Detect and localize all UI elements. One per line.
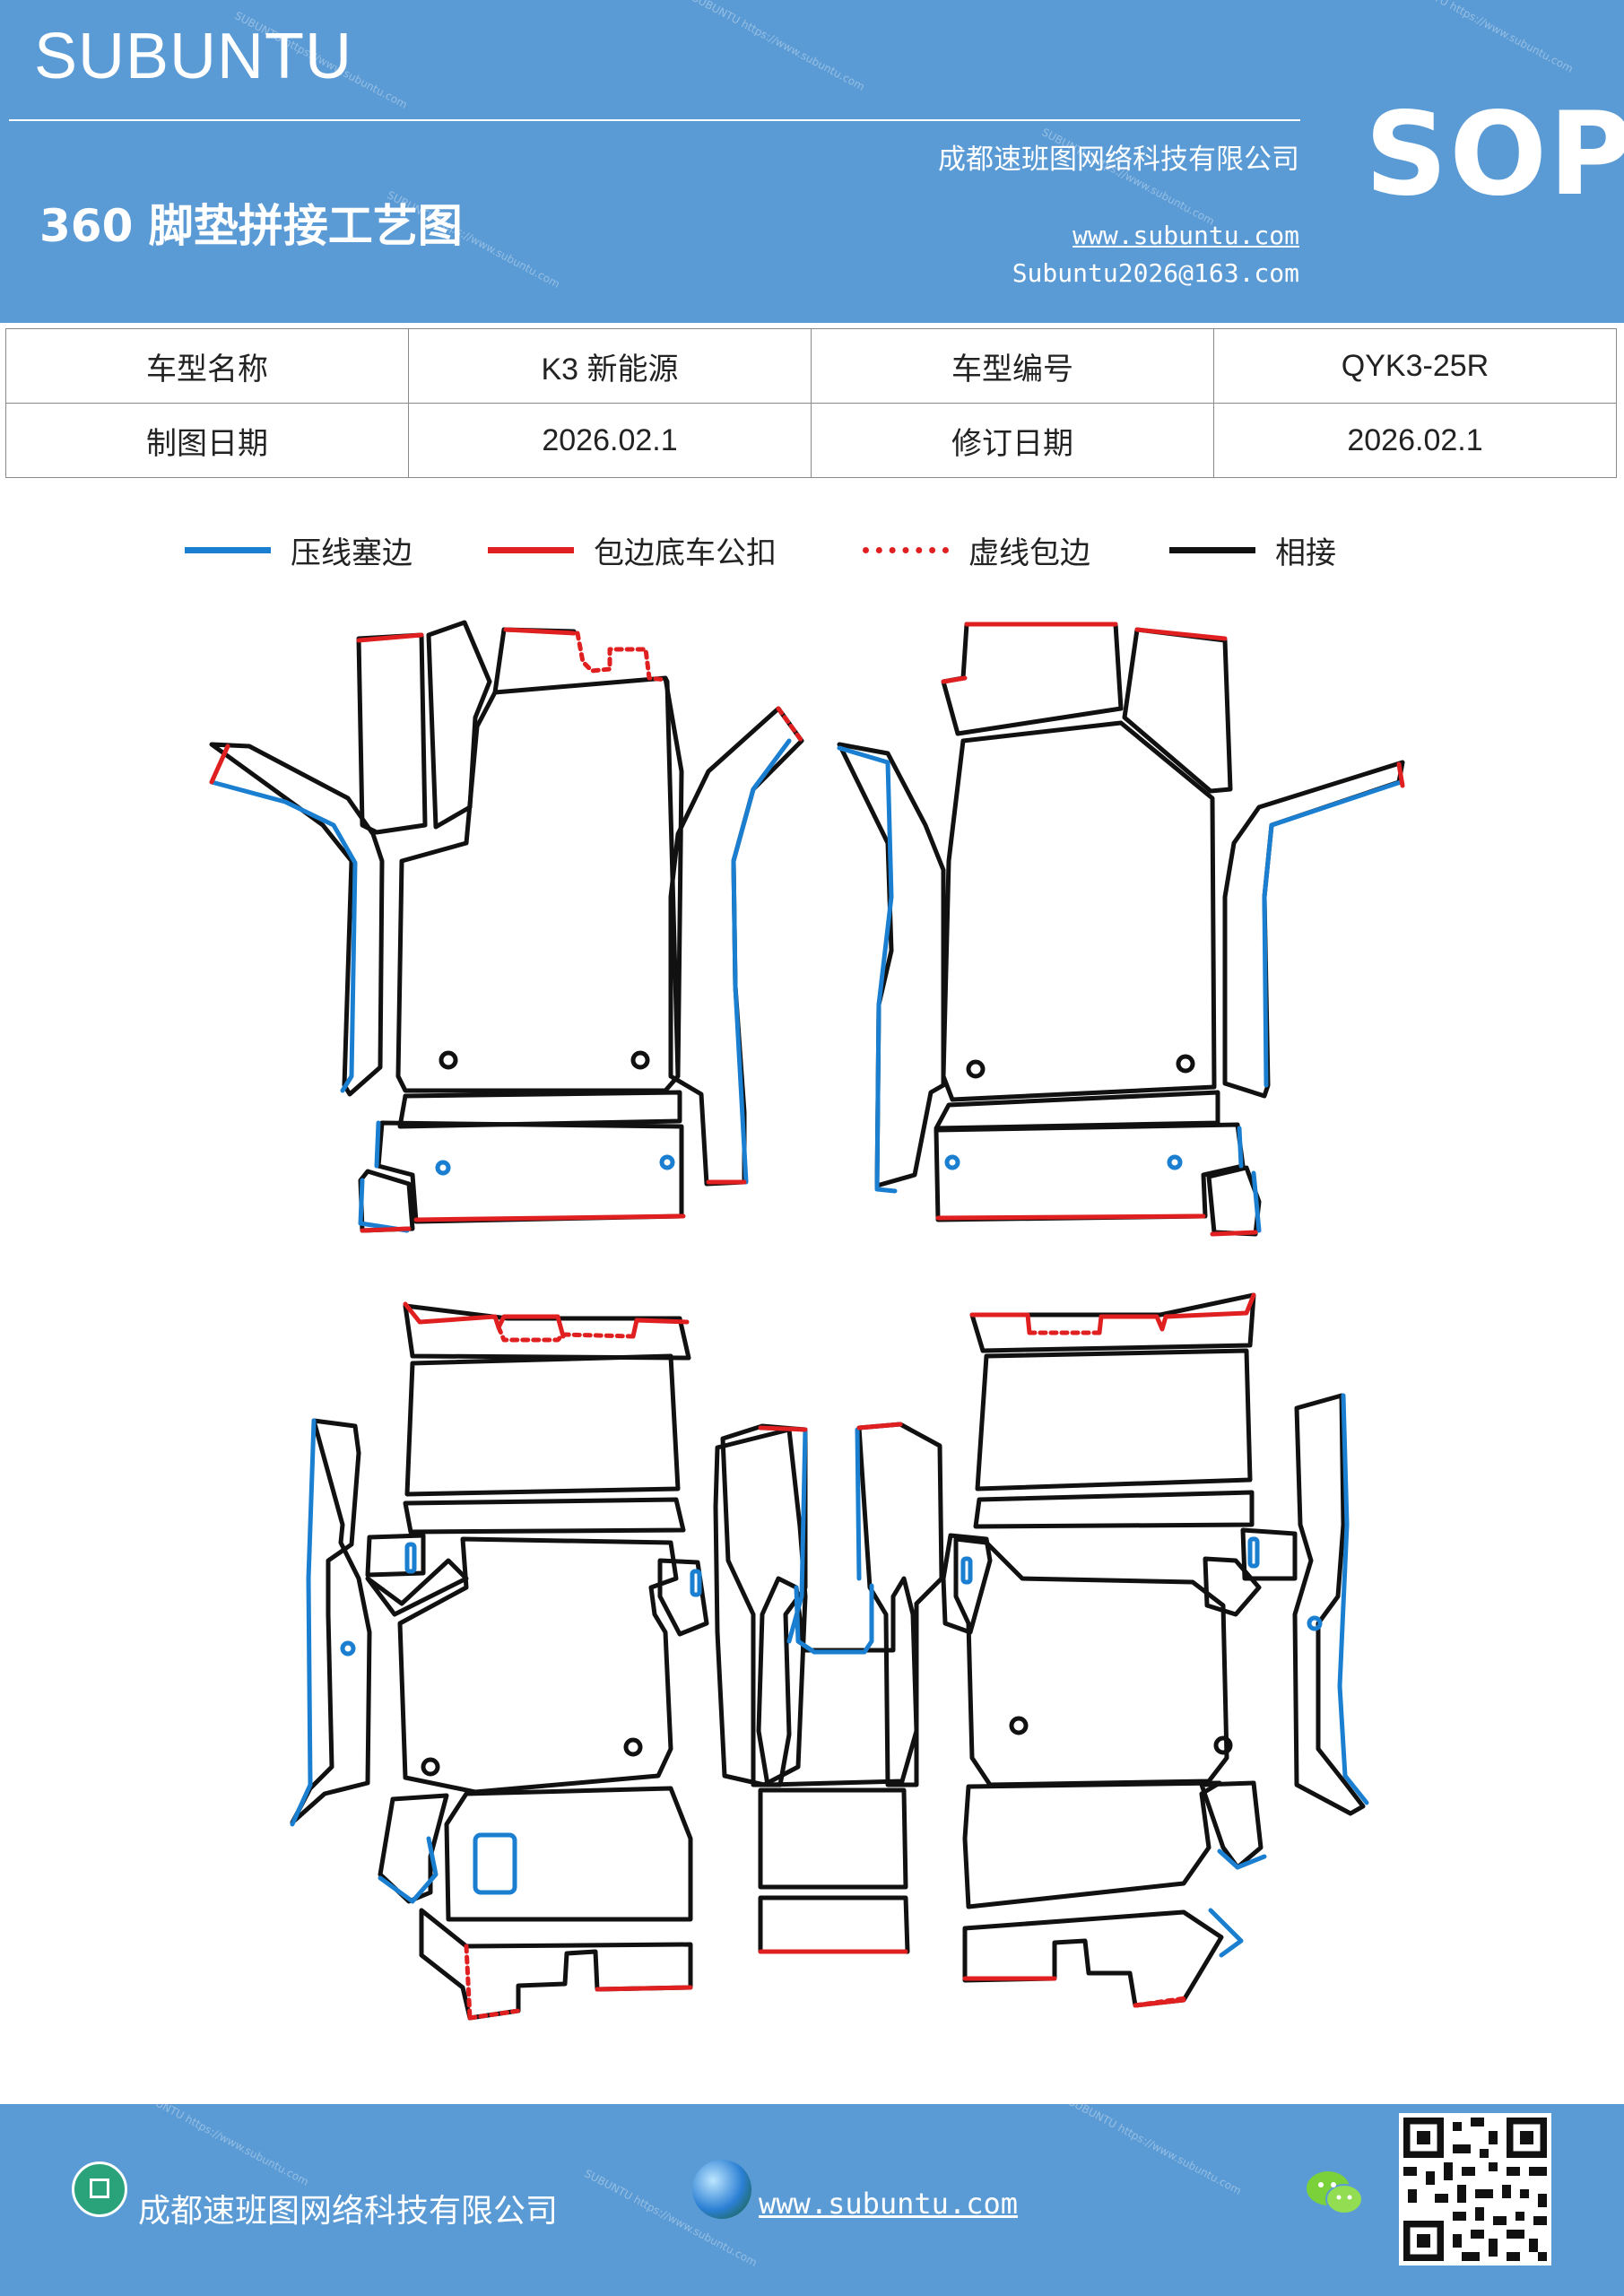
qr-code[interactable] (1399, 2113, 1551, 2266)
table-cell: 2026.02.1 (408, 403, 812, 478)
table-cell: 车型编号 (811, 328, 1214, 404)
legend-swatch (863, 546, 949, 553)
page-title: 360 脚垫拼接工艺图 (39, 200, 463, 252)
header-divider (9, 119, 1300, 121)
table-cell: 2026.02.1 (1213, 403, 1617, 478)
wechat-icon (1307, 2171, 1363, 2214)
mat-piece-driver-side (209, 620, 804, 1233)
watermark: SUBUNTU https://www.subuntu.com (134, 2104, 311, 2188)
building-icon (72, 2161, 127, 2217)
table-row: 制图日期 2026.02.1 修订日期 2026.02.1 (5, 403, 1617, 478)
page-header: SUBUNTU https://www.subuntu.com SUBUNTU … (0, 0, 1624, 323)
vehicle-info-table: 车型名称 K3 新能源 车型编号 QYK3-25R 制图日期 2026.02.1… (5, 328, 1617, 478)
footer-company-name: 成都速班图网络科技有限公司 (138, 2193, 559, 2230)
legend-label: 虚线包边 (968, 535, 1090, 571)
watermark: SUBUNTU https://www.subuntu.com (1066, 2104, 1244, 2197)
table-cell: K3 新能源 (408, 328, 812, 404)
legend-swatch (488, 546, 574, 553)
mat-piece-rear-right (941, 1292, 1366, 2008)
mat-piece-rear-left (290, 1303, 808, 2021)
table-cell: 修订日期 (811, 403, 1214, 478)
legend-label: 相接 (1275, 535, 1336, 571)
email-address: Subuntu2026@163.com (1012, 258, 1299, 288)
legend-item: 相接 (1169, 518, 1336, 581)
brand-name: SUBUNTU (34, 21, 353, 92)
mat-piece-passenger-side (837, 622, 1405, 1237)
table-cell: QYK3-25R (1213, 328, 1617, 404)
legend-label: 压线塞边 (291, 535, 413, 571)
table-row: 车型名称 K3 新能源 车型编号 QYK3-25R (5, 328, 1617, 404)
company-name: 成都速班图网络科技有限公司 (938, 144, 1299, 176)
legend-swatch (1169, 546, 1255, 553)
legend-item: 虚线包边 (863, 518, 1090, 581)
page-footer: SUBUNTU https://www.subuntu.com SUBUNTU … (0, 2104, 1624, 2296)
website-link[interactable]: www.subuntu.com (1073, 221, 1299, 250)
mat-piece-rear-center (720, 1422, 944, 1954)
legend-item: 压线塞边 (185, 518, 413, 581)
sop-badge: SOP (1365, 88, 1624, 222)
table-cell: 制图日期 (5, 403, 409, 478)
globe-icon (692, 2160, 751, 2219)
table-cell: 车型名称 (5, 328, 409, 404)
legend-swatch (185, 546, 271, 553)
legend-item: 包边底车公扣 (488, 518, 777, 581)
footer-website-link[interactable]: www.subuntu.com (759, 2187, 1018, 2221)
legend-label: 包边底车公扣 (594, 535, 777, 571)
